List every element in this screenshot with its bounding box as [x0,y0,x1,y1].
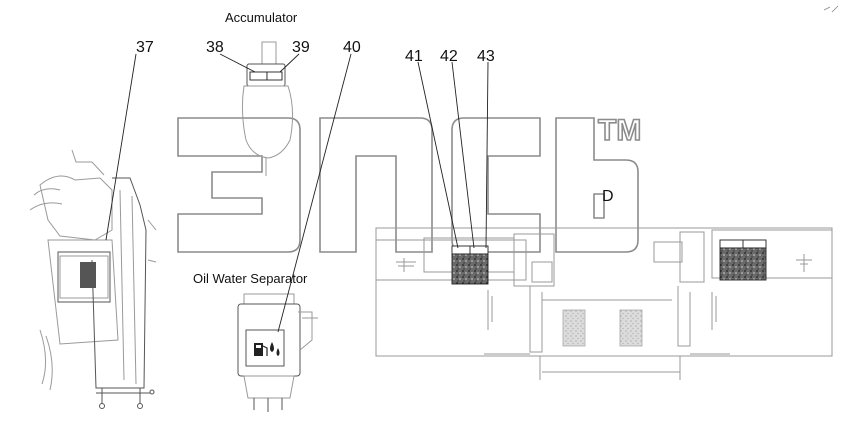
fuel-pump-icon [254,343,268,356]
corner-mark [823,5,839,13]
watermark-logo [177,117,639,253]
callout-43: 43 [477,48,495,65]
water-drop-icon [270,342,280,356]
oil-water-separator-label: Oil Water Separator [193,271,308,286]
callout-41: 41 [405,48,423,65]
filter-assembly [375,227,833,380]
accumulator-label: Accumulator [225,10,298,25]
callout-38: 38 [206,39,224,56]
callout-37: 37 [136,39,154,56]
side-view-panel [80,262,96,288]
oil-water-separator [237,293,318,412]
trademark-label: TM [598,114,641,147]
callout-40: 40 [343,39,361,56]
accumulator [241,41,294,176]
callout-42: 42 [440,48,458,65]
leader-lines [105,53,489,333]
side-view-assembly [29,149,157,409]
callout-39: 39 [292,39,310,56]
detail-letter-label: D [602,188,614,205]
